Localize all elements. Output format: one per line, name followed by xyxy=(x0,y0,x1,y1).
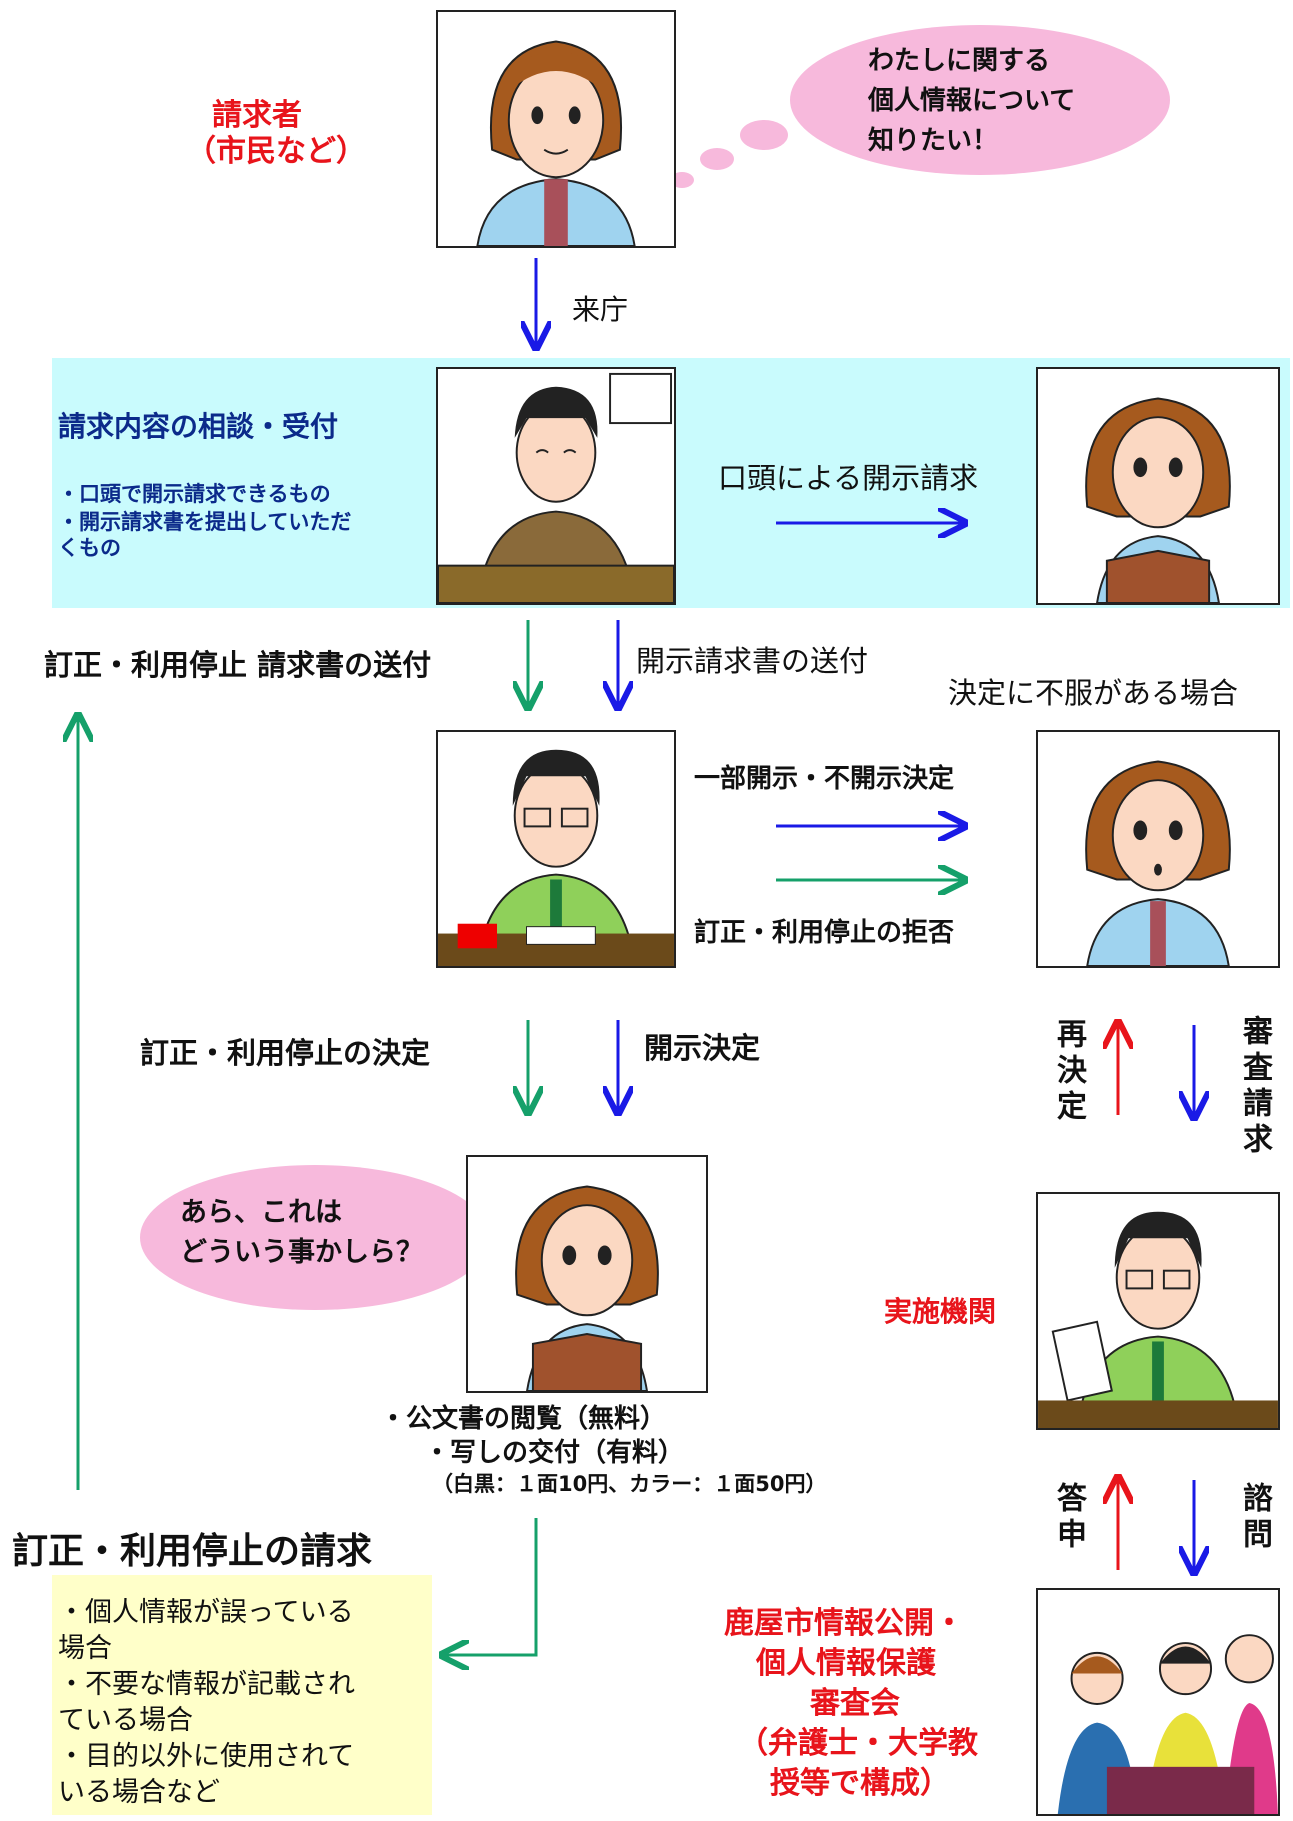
requester-thinking-illustration xyxy=(1036,730,1280,968)
speech-text-2: どういう事かしら？ xyxy=(180,1237,423,1268)
speech-bubble xyxy=(140,1165,490,1310)
correction-decision-label: 訂正・利用停止の決定 xyxy=(140,1036,431,1070)
council-line-1: 鹿屋市情報公開・ xyxy=(724,1606,964,1641)
inquiry-label: 諮問 xyxy=(1237,1482,1272,1554)
correction-condition-1b: 場合 xyxy=(58,1633,112,1664)
send-disclosure-form-label: 開示請求書の送付 xyxy=(636,644,869,678)
consult-item-2: ・開示請求書を提出していただ xyxy=(58,510,352,534)
thought-bubble-dot xyxy=(740,120,788,150)
correction-condition-2b: ている場合 xyxy=(58,1705,193,1736)
implementing-agency-label: 実施機関 xyxy=(884,1295,997,1328)
correction-condition-3b: いる場合など xyxy=(58,1777,220,1808)
officer-illustration xyxy=(436,730,676,968)
thought-bubble-dot xyxy=(700,148,734,170)
speech-text-1: あら、これは xyxy=(180,1197,342,1228)
review-request-label: 審査請求 xyxy=(1237,1015,1272,1159)
redecision-label: 再決定 xyxy=(1051,1018,1086,1126)
thought-text-1: わたしに関する xyxy=(868,46,1051,76)
requester-reading-illustration xyxy=(1036,367,1280,605)
disclosure-decision-label: 開示決定 xyxy=(644,1031,761,1065)
receptionist-illustration xyxy=(436,367,676,605)
council-line-4: （弁護士・大学教 xyxy=(738,1726,978,1761)
correction-condition-1: ・個人情報が誤っている xyxy=(58,1597,354,1628)
correction-condition-3: ・目的以外に使用されて xyxy=(58,1741,355,1772)
oral-request-label: 口頭による開示請求 xyxy=(718,461,979,495)
requester-sublabel: （市民など） xyxy=(186,134,366,169)
council-line-5: 授等で構成） xyxy=(770,1766,950,1801)
council-line-2: 個人情報保護 xyxy=(756,1646,936,1681)
agency-officer-illustration xyxy=(1036,1192,1280,1430)
viewing-line-2: ・写しの交付（有料） xyxy=(424,1438,685,1468)
review-council-illustration xyxy=(1036,1588,1280,1816)
correction-refusal-label: 訂正・利用停止の拒否 xyxy=(694,918,955,948)
thought-text-3: 知りたい！ xyxy=(868,126,999,156)
viewing-line-1: ・公文書の閲覧（無料） xyxy=(380,1404,667,1434)
partial-disclosure-label: 一部開示・不開示決定 xyxy=(694,764,955,794)
objection-label: 決定に不服がある場合 xyxy=(948,676,1239,710)
requester-illustration xyxy=(436,10,676,248)
viewing-line-3: （白黒：１面10円、カラー：１面50円） xyxy=(432,1472,827,1496)
thought-bubble xyxy=(790,25,1170,175)
consult-item-2b: くもの xyxy=(58,536,121,560)
requester-label: 請求者 xyxy=(212,98,302,133)
correction-conditions-box xyxy=(52,1575,432,1815)
send-correction-form-label: 訂正・利用停止 請求書の送付 xyxy=(44,648,432,682)
arrow-to-correction-request xyxy=(445,1518,538,1655)
council-line-3: 審査会 xyxy=(810,1686,900,1721)
consult-title: 請求内容の相談・受付 xyxy=(58,410,339,443)
requester-viewing-illustration xyxy=(466,1155,708,1393)
correction-request-title: 訂正・利用停止の請求 xyxy=(12,1531,373,1572)
thought-bubble-dot xyxy=(670,172,694,188)
visit-label: 来庁 xyxy=(572,293,629,326)
thought-text-2: 個人情報について xyxy=(868,86,1076,116)
correction-condition-2: ・不要な情報が記載され xyxy=(58,1669,355,1700)
report-label: 答申 xyxy=(1051,1482,1086,1554)
consult-item-1: ・口頭で開示請求できるもの xyxy=(58,482,331,506)
